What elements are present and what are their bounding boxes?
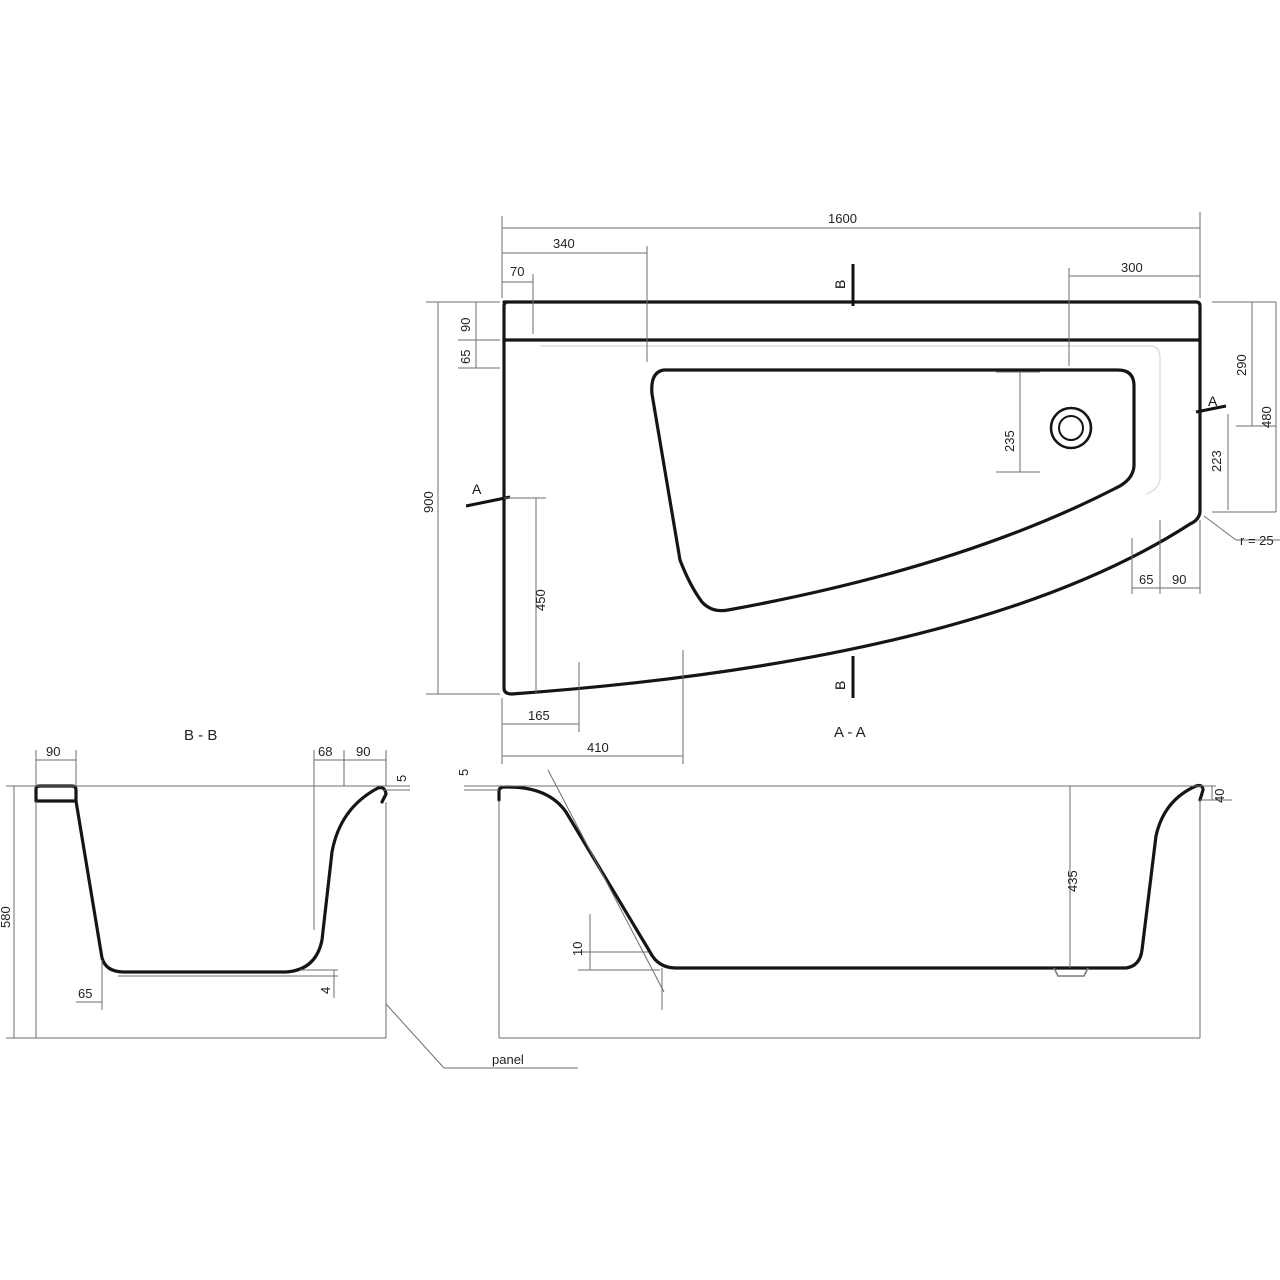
dim-900: 900	[421, 491, 436, 513]
aa-dimensions: 5 40 435 10	[456, 769, 1232, 1010]
section-aa-title: A - A	[834, 724, 866, 741]
dim-480: 480	[1259, 406, 1274, 428]
dim-65-left: 65	[458, 350, 473, 364]
aa-dim-40: 40	[1212, 789, 1227, 803]
aa-drain-bump	[1053, 967, 1089, 977]
dim-1600: 1600	[828, 211, 857, 226]
plan-top-dimensions: 1600 340 70 300	[501, 211, 1201, 366]
bb-dim-90-left: 90	[46, 744, 60, 759]
section-b-bottom-label: B	[832, 681, 848, 690]
section-a-right-cut	[1195, 404, 1227, 414]
bb-dim-4: 4	[318, 987, 333, 994]
section-a-left-cut	[465, 495, 511, 508]
bb-basin-profile	[74, 786, 388, 974]
section-bb-title: B - B	[184, 727, 217, 744]
dim-90-left: 90	[458, 318, 473, 332]
aa-dim-10: 10	[570, 942, 585, 956]
plan-bottom-dimensions: 165 410	[501, 650, 684, 764]
bb-dim-580: 580	[0, 906, 13, 928]
dim-340: 340	[553, 236, 575, 251]
section-aa-view: A - A 5 40 435 10	[456, 724, 1232, 1039]
bb-dim-68: 68	[318, 744, 332, 759]
dim-290: 290	[1234, 354, 1249, 376]
dim-450: 450	[533, 589, 548, 611]
dim-65-right: 65	[1139, 572, 1153, 587]
bb-dim-5: 5	[394, 775, 409, 782]
plan-basin-outline	[650, 368, 1136, 613]
radius-label: r = 25	[1240, 533, 1274, 548]
panel-label: panel	[492, 1052, 524, 1067]
plan-inner-contour	[540, 345, 1161, 495]
plan-outer-outline	[502, 300, 1202, 696]
bb-dim-90-right: 90	[356, 744, 370, 759]
section-a-left-label: A	[472, 481, 482, 497]
dim-223: 223	[1209, 450, 1224, 472]
aa-dim-435: 435	[1065, 870, 1080, 892]
plan-left-dimensions: 90 65 900 450	[421, 301, 548, 695]
plan-right-dimensions: 235 290 480 223 r = 25 65 90	[996, 301, 1280, 594]
dim-410: 410	[587, 740, 609, 755]
dim-235: 235	[1002, 430, 1017, 452]
section-a-right-label: A	[1208, 393, 1218, 409]
bb-dimensions: 90 68 90 5 580 65 4 panel	[0, 744, 578, 1069]
dim-90-right: 90	[1172, 572, 1186, 587]
drain-outer	[1049, 406, 1093, 450]
plan-view: B B A A 1600 340 70 300	[421, 211, 1280, 764]
drain-inner	[1058, 415, 1084, 441]
dim-165: 165	[528, 708, 550, 723]
section-b-top-label: B	[832, 280, 848, 289]
section-bb-view: B - B 90 68 90 5 580 65	[0, 727, 578, 1069]
bb-dim-65: 65	[78, 986, 92, 1001]
aa-dim-5: 5	[456, 769, 471, 776]
dim-70: 70	[510, 264, 524, 279]
dim-300: 300	[1121, 260, 1143, 275]
